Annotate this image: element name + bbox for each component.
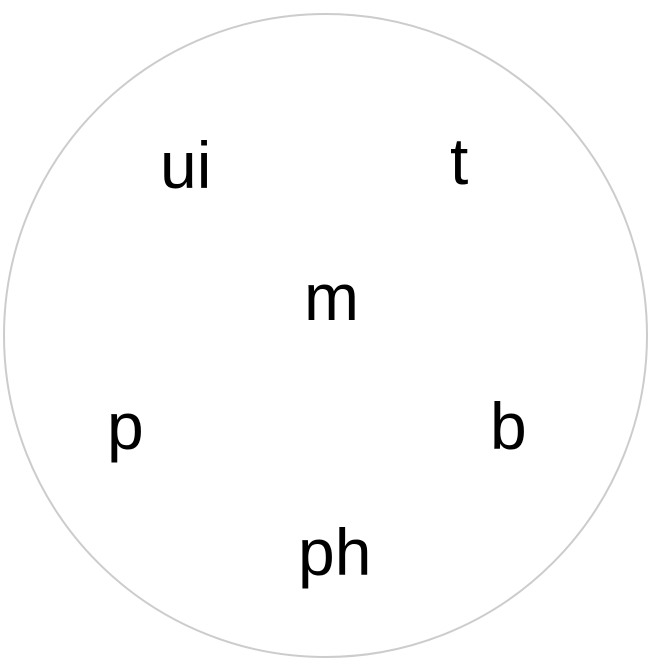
syllable-t[interactable]: t — [450, 124, 469, 198]
syllable-p[interactable]: p — [107, 389, 144, 463]
syllable-b[interactable]: b — [490, 389, 527, 463]
syllable-ui[interactable]: ui — [160, 128, 212, 202]
wheel-circle — [3, 13, 648, 658]
syllable-m[interactable]: m — [304, 260, 359, 334]
syllable-ph[interactable]: ph — [298, 515, 372, 589]
